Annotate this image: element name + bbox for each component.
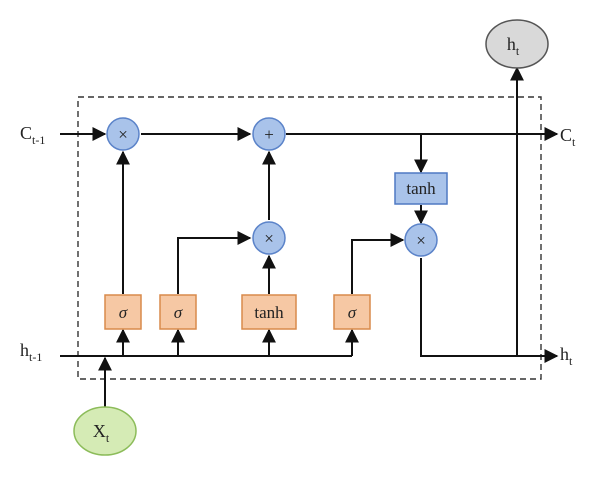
cell-add-node: +: [252, 117, 286, 151]
cell-boundary: [77, 96, 542, 380]
wire-input-gate-to-mult: [177, 231, 252, 294]
input-multiply-node: ×: [252, 221, 286, 255]
forget-multiply-symbol: ×: [118, 125, 128, 144]
input-multiply-symbol: ×: [264, 229, 274, 248]
input-gate: σ: [159, 294, 197, 330]
wires: [60, 66, 559, 408]
output-multiply-node: ×: [404, 223, 438, 257]
output-node-h-top: ht: [485, 19, 549, 69]
forget-gate: σ: [104, 294, 142, 330]
output-gate-label: σ: [348, 303, 357, 322]
output-gate: σ: [333, 294, 371, 330]
candidate-gate-label: tanh: [254, 303, 284, 322]
output-multiply-symbol: ×: [416, 231, 426, 250]
wire-output-mult-to-h: [420, 258, 559, 363]
h-prev-label: ht-1: [20, 340, 42, 364]
output-h-top-label: ht: [507, 34, 520, 58]
input-x-label: Xt: [93, 421, 110, 445]
cell-tanh-box: tanh: [394, 172, 448, 205]
c-prev-label: Ct-1: [20, 123, 45, 147]
input-gate-label: σ: [174, 303, 183, 322]
forget-gate-label: σ: [119, 303, 128, 322]
input-node-x: Xt: [73, 406, 137, 456]
c-out-label: Ct: [560, 125, 576, 149]
h-out-label: ht: [560, 344, 573, 368]
cell-add-symbol: +: [264, 125, 274, 144]
cell-tanh-label: tanh: [406, 179, 436, 198]
candidate-gate: tanh: [241, 294, 297, 330]
forget-multiply-node: ×: [106, 117, 140, 151]
wire-output-gate-to-mult: [351, 233, 405, 294]
